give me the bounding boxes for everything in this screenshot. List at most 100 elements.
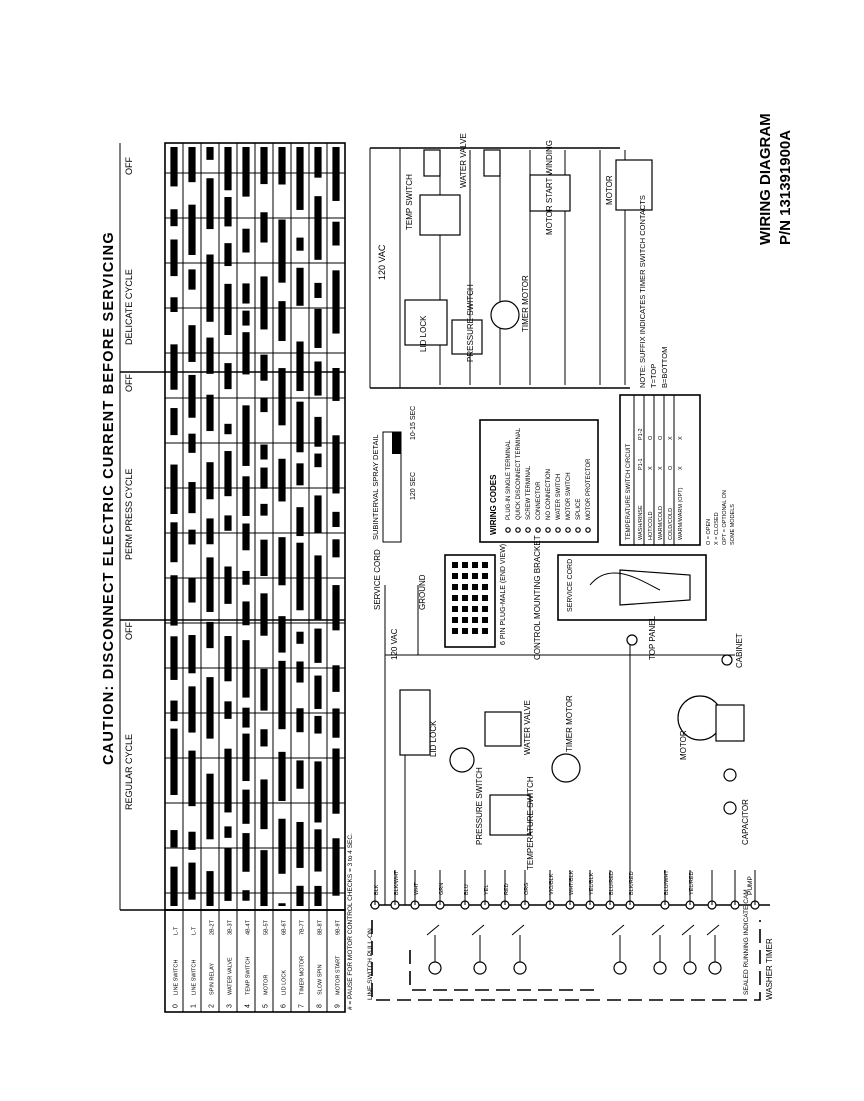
plug-pin <box>462 606 468 612</box>
contact-closed-bar <box>260 593 268 636</box>
schematic-voltage: 120 VAC <box>377 244 387 280</box>
lid-lock-component <box>399 689 431 756</box>
temp-table-legend: SOME MODELS <box>730 504 736 545</box>
contact-closed-bar <box>206 621 214 649</box>
contact-closed-bar <box>170 464 178 515</box>
plug-pin <box>462 595 468 601</box>
contact-closed-bar <box>242 601 250 626</box>
contact-closed-bar <box>206 677 214 739</box>
contact-closed-bar <box>188 529 196 545</box>
contact-closed-bar <box>278 818 286 874</box>
contact-closed-bar <box>224 363 232 390</box>
timer-cam <box>708 961 722 975</box>
plug-pin <box>452 606 458 612</box>
contact-number: 5 <box>263 1004 270 1008</box>
temp-table-cell: X <box>668 436 674 440</box>
contact-closed-bar <box>296 631 304 644</box>
schematic-water-valve: WATER VALVE <box>459 133 468 188</box>
contact-number: 7 <box>299 1004 306 1008</box>
contact-closed-bar <box>170 239 178 277</box>
timer-cam <box>428 961 442 975</box>
temp-table-cell: X <box>658 466 664 470</box>
contact-closed-bar <box>296 147 304 210</box>
contact-points: L-T <box>174 926 180 935</box>
contact-closed-bar <box>224 196 232 227</box>
plug-label: 6 PIN PLUG-MALE (END VIEW) <box>500 544 507 645</box>
contact-closed-bar <box>224 826 232 838</box>
contact-number: 8 <box>317 1004 324 1008</box>
pict-control-bracket: CONTROL MOUNTING BRACKET <box>533 535 542 660</box>
contact-closed-bar <box>296 507 304 537</box>
wiring-codes-heading: WIRING CODES <box>489 474 498 535</box>
schematic-temp-switch: TEMP SWITCH <box>405 174 414 230</box>
contact-closed-bar <box>332 708 340 738</box>
contact-closed-bar <box>188 831 196 850</box>
wire-color-label: YEL/BLK <box>589 872 595 895</box>
plug-pin <box>472 562 478 568</box>
contact-closed-bar <box>260 212 268 243</box>
washer-timer-outline <box>371 920 761 1001</box>
contact-closed-bar <box>224 636 232 682</box>
wire-color-label: YEL <box>484 885 490 895</box>
temp-table-cell: WARM/WARM (OPT) <box>678 487 684 540</box>
pict-ground: GROUND <box>418 574 427 610</box>
temp-table-cell: P1-2 <box>638 428 644 440</box>
contact-function: LID LOCK <box>282 970 288 995</box>
title-line2: P/N 131391900A <box>777 130 794 245</box>
regular-cycle-label: REGULAR CYCLE <box>124 734 134 810</box>
contact-closed-bar <box>260 397 268 413</box>
temp-table-cell: COLD/COLD <box>668 508 674 540</box>
svg-text:REGULAR CYCLE: REGULAR CYCLE <box>124 734 134 810</box>
contact-closed-bar <box>314 147 322 178</box>
plug-pin <box>472 595 478 601</box>
wiring-code-item: WATER SWITCH <box>556 474 562 520</box>
wire-color-label: GRN <box>439 883 445 895</box>
pict-line-switch: LINE SWITCH PULL-ON <box>367 928 374 1000</box>
contact-closed-bar <box>170 522 178 563</box>
contact-closed-bar <box>332 270 340 334</box>
plug-pin <box>472 573 478 579</box>
pict-service-cord: SERVICE CORD <box>373 549 382 610</box>
contact-closed-bar <box>188 750 196 807</box>
temp-table-cell: X <box>648 466 654 470</box>
contact-closed-bar <box>278 219 286 283</box>
contact-closed-bar <box>332 221 340 246</box>
contact-closed-bar <box>188 686 196 733</box>
caution-banner: CAUTION: DISCONNECT ELECTRIC CURRENT BEF… <box>101 231 117 765</box>
svg-text:NOTE: SUFFIX INDICATES TIMER S: NOTE: SUFFIX INDICATES TIMER SWITCH CONT… <box>638 195 647 388</box>
contact-function: SPIN RELAY <box>210 963 216 995</box>
contact-closed-bar <box>332 147 340 201</box>
svg-text:OFF: OFF <box>124 374 134 392</box>
pict-temperature-switch: TEMPERATURE SWITCH <box>526 776 535 870</box>
plug-pin <box>452 628 458 634</box>
pict-washer-timer: WASHER TIMER <box>765 938 774 1000</box>
schematic-motor: MOTOR <box>605 175 614 205</box>
contact-closed-bar <box>188 147 196 183</box>
off-label-1: OFF <box>124 157 134 175</box>
temp-table-cell: O <box>648 435 654 440</box>
contact-function: TEMP SWITCH <box>246 957 252 995</box>
schematic-motor-start: MOTOR START WINDING <box>545 140 554 235</box>
contact-points: 6B-6T <box>282 919 288 935</box>
capacitor-component <box>723 801 737 815</box>
contact-function: LINE SWITCH <box>174 960 180 995</box>
contact-closed-bar <box>260 467 268 489</box>
contact-closed-bar <box>296 760 304 789</box>
contact-closed-bar <box>296 885 304 906</box>
cord-detail-label: SERVICE CORD <box>567 559 574 612</box>
wire-color-label: BLU/RED <box>609 871 615 895</box>
contact-closed-bar <box>314 495 322 533</box>
contact-closed-bar <box>206 871 214 906</box>
contact-closed-bar <box>224 848 232 901</box>
contact-closed-bar <box>314 308 322 348</box>
contact-closed-bar <box>170 147 178 187</box>
pict-top-panel: TOP PANEL <box>648 615 657 660</box>
contact-closed-bar <box>170 728 178 795</box>
contact-closed-bar <box>278 147 286 185</box>
contact-closed-bar <box>296 542 304 611</box>
spray-note2: 10-15 SEC <box>410 406 417 440</box>
temp-table-cell: P1-1 <box>638 458 644 470</box>
temp-table-cell: O <box>658 435 664 440</box>
